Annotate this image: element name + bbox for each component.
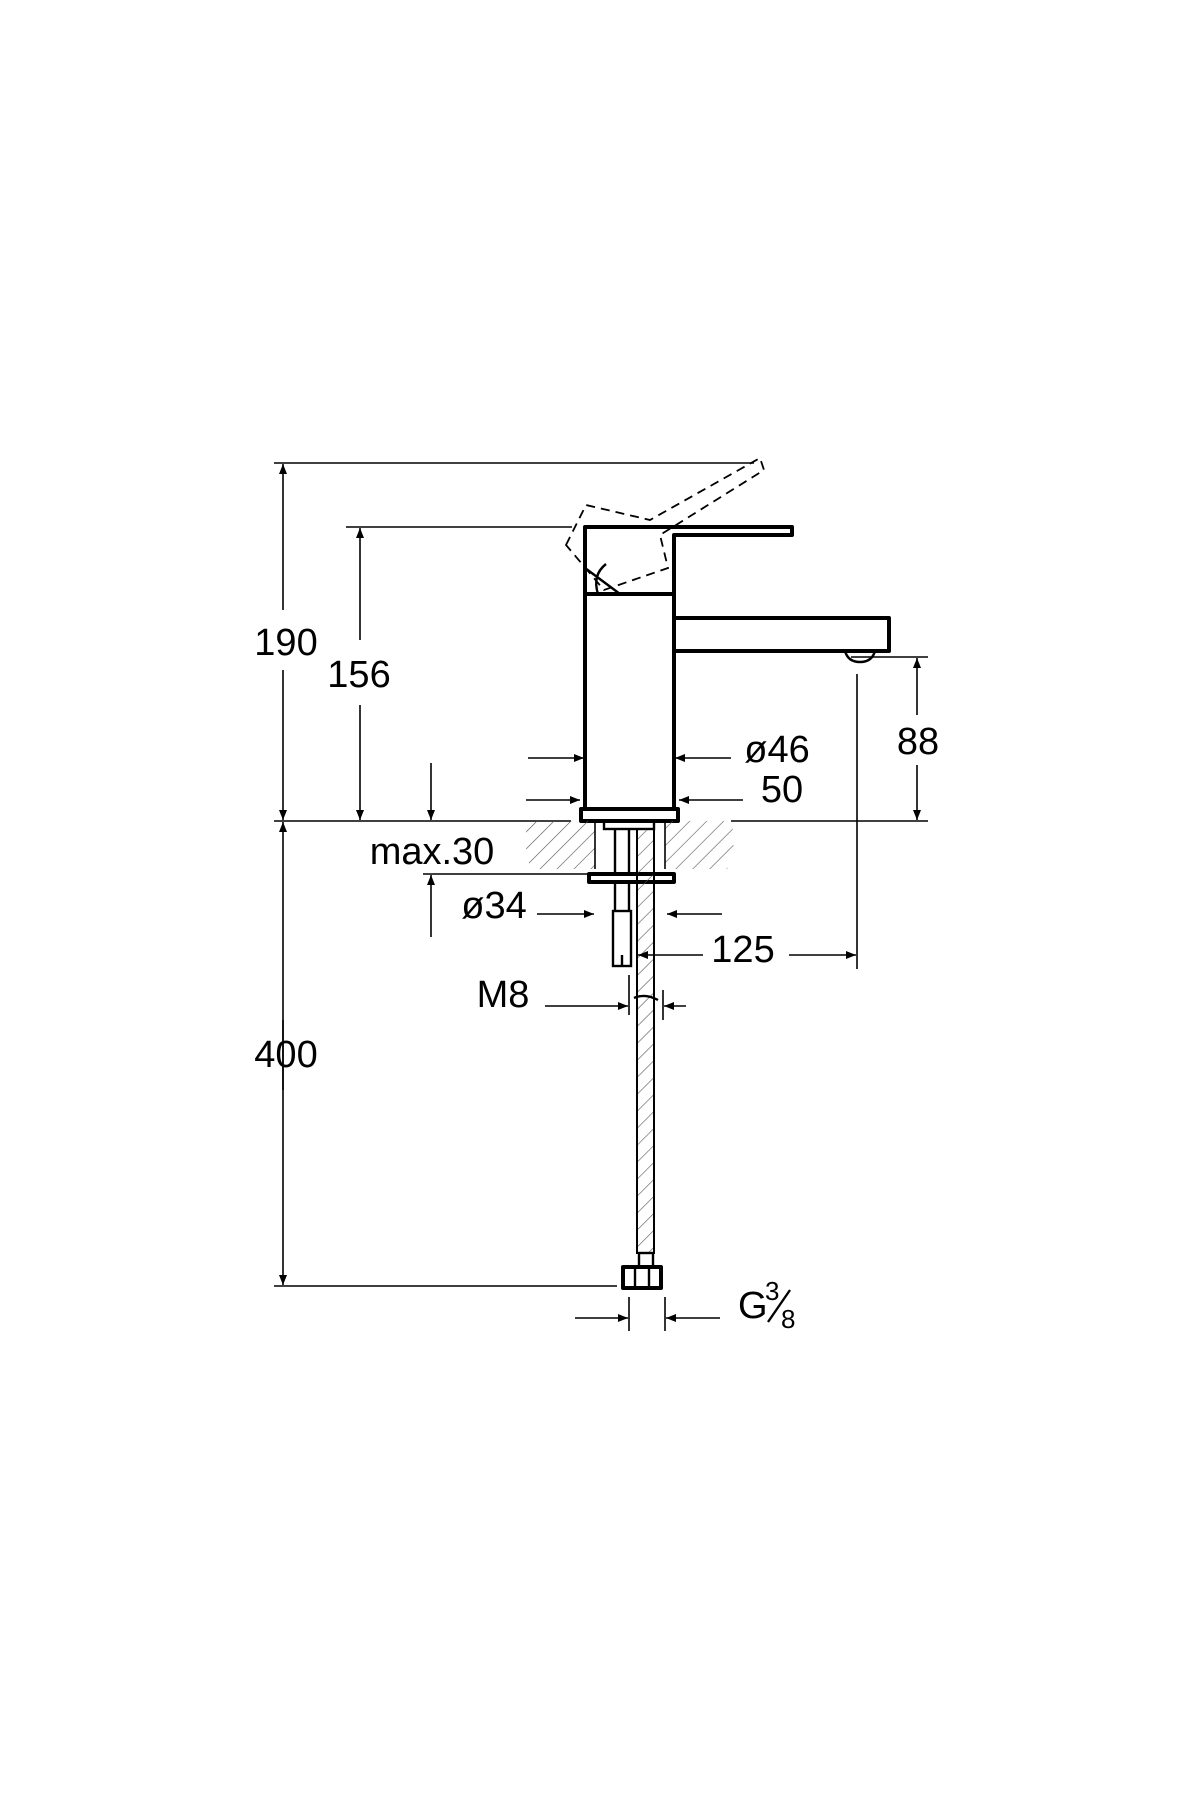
aerator bbox=[843, 650, 877, 664]
label-hose-length: 400 bbox=[254, 1034, 317, 1076]
svg-text:G: G bbox=[738, 1285, 768, 1327]
faucet-column bbox=[583, 592, 676, 811]
svg-text:3: 3 bbox=[765, 1276, 779, 1306]
lever-alternate-position bbox=[564, 456, 766, 592]
faucet-body bbox=[564, 456, 891, 823]
lever-handle bbox=[583, 525, 794, 594]
lower-washer bbox=[587, 872, 676, 884]
label-base-diameter: 50 bbox=[761, 769, 803, 811]
label-total-height: 190 bbox=[254, 622, 317, 664]
extension-lines bbox=[274, 462, 928, 1331]
dimension-labels: 190 156 88 ø46 50 max.30 ø34 125 M8 400 … bbox=[254, 622, 939, 1334]
label-spout-reach: 125 bbox=[711, 929, 774, 971]
label-thread: M8 bbox=[477, 974, 530, 1016]
label-max-thickness: max.30 bbox=[370, 831, 495, 873]
label-connection: G 3 8 bbox=[738, 1276, 795, 1334]
hose-nut bbox=[621, 1265, 663, 1290]
label-spout-height: 88 bbox=[897, 721, 939, 763]
dimension-lines bbox=[279, 464, 921, 1322]
spout bbox=[674, 616, 891, 653]
flexible-hose bbox=[621, 828, 663, 1290]
label-body-diameter: ø46 bbox=[744, 729, 809, 771]
countertop-section bbox=[525, 819, 734, 968]
label-shank-diameter: ø34 bbox=[461, 885, 526, 927]
base-ring bbox=[579, 807, 680, 823]
svg-text:8: 8 bbox=[781, 1304, 795, 1334]
label-lever-height: 156 bbox=[327, 654, 390, 696]
